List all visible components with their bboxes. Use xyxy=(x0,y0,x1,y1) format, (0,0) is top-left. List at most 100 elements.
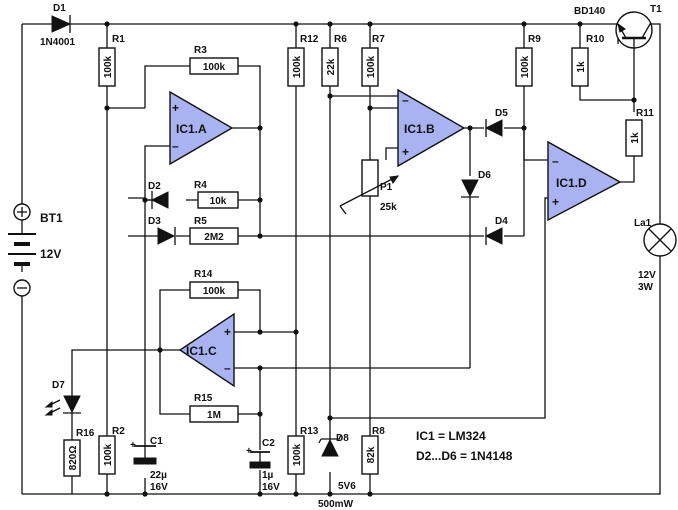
potentiometer-p1: P1 25k xyxy=(339,159,400,215)
r15-ref: R15 xyxy=(194,393,213,404)
resistor-r16: 820Ω R16 xyxy=(63,428,95,477)
lamp-la1: La1 12V 3W xyxy=(634,218,677,293)
d8-power: 500mW xyxy=(318,499,354,510)
r8-value: 82k xyxy=(366,446,377,463)
r4-value: 10k xyxy=(210,196,227,207)
opamp-ic1a: + – IC1.A xyxy=(169,90,234,166)
r3-ref: R3 xyxy=(194,45,207,56)
r2-ref: R2 xyxy=(112,426,125,437)
ic1d-ref: IC1.D xyxy=(556,176,587,190)
resistor-r5: 2M2 R5 xyxy=(189,216,239,245)
r16-ref: R16 xyxy=(76,428,95,439)
c1-plus: + xyxy=(130,440,136,451)
c1-value: 22µ xyxy=(150,470,167,481)
r3-value: 100k xyxy=(203,62,226,73)
r12-value: 100k xyxy=(292,55,303,78)
r14-ref: R14 xyxy=(194,269,213,280)
c1-ref: C1 xyxy=(150,436,163,447)
diode-d3: D3 xyxy=(148,216,176,245)
c2-ref: C2 xyxy=(262,438,275,449)
r10-value: 1k xyxy=(576,61,587,73)
r11-ref: R11 xyxy=(636,108,654,119)
r16-value: 820Ω xyxy=(68,446,79,471)
r2-value: 100k xyxy=(103,443,114,466)
d3-ref: D3 xyxy=(148,216,161,227)
resistor-r6: 22k R6 xyxy=(321,34,347,87)
zener-d8: D8 5V6 500mW xyxy=(318,418,356,510)
r15-value: 1M xyxy=(207,410,221,421)
r5-value: 2M2 xyxy=(204,232,224,243)
d8-ref: D8 xyxy=(336,433,349,444)
r14-value: 100k xyxy=(203,286,226,297)
resistor-r3: 100k R3 xyxy=(189,45,239,75)
ic1b-minus: – xyxy=(402,93,409,107)
diode-d2: D2 xyxy=(145,181,169,209)
la1-ref: La1 xyxy=(634,218,652,229)
ic1a-minus: – xyxy=(172,139,179,153)
r13-value: 100k xyxy=(292,443,303,466)
p1-ref: P1 xyxy=(380,182,393,193)
bt1-ref: BT1 xyxy=(40,211,63,225)
resistor-r12: 100k R12 xyxy=(287,34,319,87)
resistor-r14: 100k R14 xyxy=(189,269,239,299)
c2-plus: + xyxy=(246,446,252,457)
c1-voltage: 16V xyxy=(150,482,168,493)
ic1a-plus: + xyxy=(172,101,179,115)
r5-ref: R5 xyxy=(194,216,207,227)
led-d7: D7 xyxy=(44,380,81,416)
ic1c-minus: – xyxy=(224,361,231,375)
junctions xyxy=(104,21,637,497)
r6-ref: R6 xyxy=(334,34,347,45)
note-ic1: IC1 = LM324 xyxy=(416,429,486,443)
resistor-r4: 10k R4 xyxy=(194,180,239,209)
opamp-ic1d: – + IC1.D xyxy=(547,140,622,222)
diode-d1: D1 1N4001 xyxy=(40,3,76,48)
t1-ref: T1 xyxy=(650,4,662,15)
resistor-r13: 100k R13 xyxy=(287,426,319,475)
r13-ref: R13 xyxy=(300,426,319,437)
ic1c-ref: IC1.C xyxy=(186,344,217,358)
transistor-t1: BD140 T1 xyxy=(574,4,662,49)
c2-voltage: 16V xyxy=(262,482,280,493)
ic1b-ref: IC1.B xyxy=(404,122,435,136)
resistor-r15: 1M R15 xyxy=(189,393,239,423)
diode-d5: D5 xyxy=(484,108,508,137)
ic1d-plus: + xyxy=(552,195,559,209)
d6-ref: D6 xyxy=(478,170,491,181)
d2-ref: D2 xyxy=(148,181,161,192)
resistor-r9: 100k R9 xyxy=(515,34,541,87)
la1-value: 12V xyxy=(638,270,656,281)
r8-ref: R8 xyxy=(372,426,385,437)
r4-ref: R4 xyxy=(194,180,207,191)
resistor-r11: 1k R11 xyxy=(625,108,654,157)
ic1b-plus: + xyxy=(402,145,409,159)
p1-value: 25k xyxy=(380,202,397,213)
capacitor-c2: + C2 1µ 16V xyxy=(246,438,280,493)
d1-value: 1N4001 xyxy=(40,37,75,48)
resistor-r2: 100k R2 xyxy=(98,426,125,475)
r12-ref: R12 xyxy=(300,34,319,45)
capacitor-c1: + C1 22µ 16V xyxy=(130,436,168,493)
c2-value: 1µ xyxy=(262,470,274,481)
r9-value: 100k xyxy=(520,55,531,78)
resistor-r10: 1k R10 xyxy=(571,34,605,87)
bt1-value: 12V xyxy=(40,247,61,261)
d4-ref: D4 xyxy=(495,216,508,227)
d7-ref: D7 xyxy=(52,380,65,391)
r11-value: 1k xyxy=(630,132,641,144)
ic1d-minus: – xyxy=(552,154,559,168)
r7-value: 100k xyxy=(366,55,377,78)
opamp-ic1b: – + IC1.B xyxy=(397,88,466,168)
r1-ref: R1 xyxy=(112,34,125,45)
resistor-r7: 100k R7 xyxy=(361,34,385,87)
diode-d4: D4 xyxy=(484,216,508,245)
opamp-ic1c: + – IC1.C xyxy=(178,312,235,388)
notes: IC1 = LM324 D2...D6 = 1N4148 xyxy=(416,429,513,463)
ic1a-ref: IC1.A xyxy=(176,122,207,136)
diode-d6: D6 xyxy=(461,170,491,198)
d5-ref: D5 xyxy=(495,108,508,119)
r10-ref: R10 xyxy=(586,34,605,45)
r6-value: 22k xyxy=(326,58,337,75)
battery-bt1: BT1 12V xyxy=(8,203,63,297)
r1-value: 100k xyxy=(103,55,114,78)
